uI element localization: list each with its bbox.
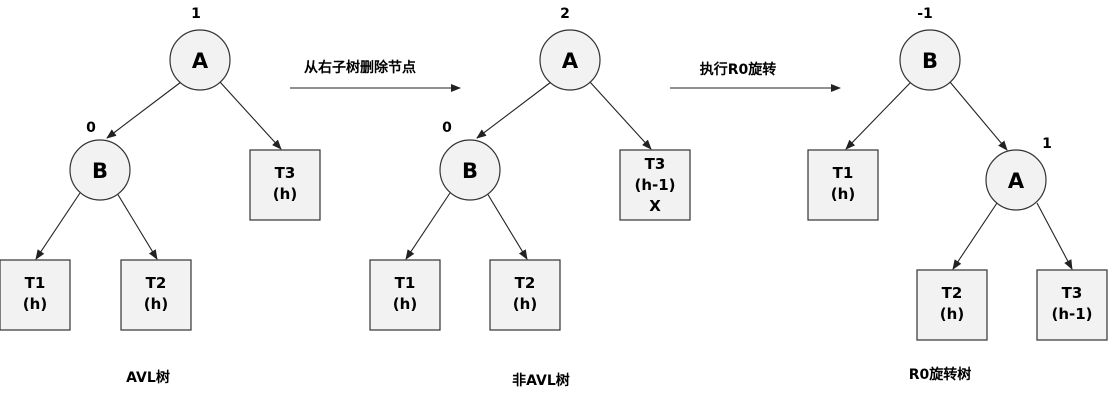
subtree-t3-box (249, 149, 321, 221)
subtree-t1-box (0, 259, 71, 331)
node-b-label: B (462, 159, 478, 183)
subtree-t2-height: (h) (940, 305, 964, 323)
edge-b-to-t1 (405, 192, 451, 260)
transition-delete-label: 从右子树删除节点 (304, 59, 416, 76)
subtree-t1-name: T1 (833, 164, 854, 182)
edge-b-to-t1 (35, 192, 81, 260)
subtree-t2-box (489, 259, 561, 331)
subtree-t3-box (1036, 269, 1108, 341)
subtree-t3-deleted-mark: X (649, 197, 661, 215)
node-b-balance-factor: 0 (442, 120, 452, 136)
node-b-circle (899, 29, 961, 91)
node-a-circle (539, 29, 601, 91)
transition-delete: 从右子树删除节点 (290, 59, 461, 92)
node-a-circle (169, 29, 231, 91)
node-a-label: A (192, 49, 209, 73)
edge-a-to-b (476, 81, 552, 139)
node-b-balance-factor: 0 (86, 120, 96, 136)
node-a-circle (985, 149, 1047, 211)
tree-r0-rotated: B -1 A 1 T1 (h) T2 (h) T3 (h-1) R0旋转树 (807, 6, 1108, 383)
node-a-balance-factor: 1 (1042, 136, 1052, 152)
subtree-t2-name: T2 (942, 284, 963, 302)
edge-b-to-t2 (116, 192, 158, 260)
subtree-t2-name: T2 (146, 274, 167, 292)
node-b-label: B (92, 159, 108, 183)
subtree-t2-height: (h) (513, 295, 537, 313)
node-b-circle (439, 139, 501, 201)
edge-a-to-t3 (1036, 202, 1073, 270)
edge-a-to-t3 (219, 81, 282, 150)
node-a-label: A (562, 49, 579, 73)
node-a-balance-factor: 1 (191, 6, 201, 22)
edge-a-to-b (106, 81, 182, 139)
edge-a-to-t2 (952, 202, 998, 270)
subtree-t1-height: (h) (23, 295, 47, 313)
node-a-balance-factor: 2 (560, 6, 570, 22)
subtree-t1-name: T1 (25, 274, 46, 292)
node-b-label: B (922, 49, 938, 73)
subtree-t2-box (120, 259, 192, 331)
subtree-t3-name: T3 (1062, 284, 1083, 302)
tree-avl-caption: AVL树 (126, 369, 170, 386)
node-b-balance-factor: -1 (917, 6, 933, 22)
subtree-t2-box (916, 269, 988, 341)
subtree-t1-name: T1 (395, 274, 416, 292)
tree-non-avl-caption: 非AVL树 (512, 372, 570, 389)
subtree-t3-height: (h-1) (634, 176, 675, 194)
tree-non-avl: A 2 B 0 T3 (h-1) X T1 (h) T2 (h) 非AVL树 (369, 6, 691, 389)
subtree-t2-name: T2 (515, 274, 536, 292)
node-a-label: A (1008, 169, 1025, 193)
transition-rotate: 执行R0旋转 (670, 61, 841, 92)
tree-avl: A 1 B 0 T3 (h) T1 (h) T2 (h) AVL树 (0, 6, 321, 386)
subtree-t1-height: (h) (393, 295, 417, 313)
edge-b-to-a (949, 81, 1008, 151)
subtree-t3-height: (h-1) (1051, 305, 1092, 323)
transition-rotate-label: 执行R0旋转 (700, 61, 777, 78)
subtree-t3-height: (h) (273, 185, 297, 203)
subtree-t1-box (807, 149, 879, 221)
subtree-t3-name: T3 (645, 155, 666, 173)
subtree-t1-box (369, 259, 441, 331)
edge-b-to-t2 (486, 192, 528, 260)
subtree-t3-name: T3 (275, 164, 296, 182)
edge-a-to-t3 (589, 81, 652, 150)
subtree-t2-height: (h) (144, 295, 168, 313)
subtree-t3-box (619, 149, 691, 221)
tree-r0-caption: R0旋转树 (909, 366, 972, 383)
edge-b-to-t1 (845, 81, 912, 150)
node-b-circle (69, 139, 131, 201)
subtree-t1-height: (h) (831, 185, 855, 203)
